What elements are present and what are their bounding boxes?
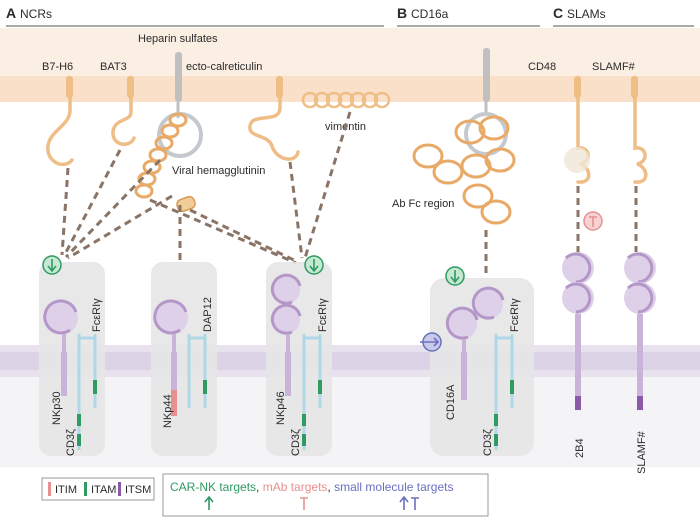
ligand-slamf xyxy=(631,76,648,184)
ligand-vimentin xyxy=(301,91,391,109)
adaptor-label-fceri-2: FcεRIγ xyxy=(317,298,329,332)
legend-separator: , xyxy=(256,480,263,494)
adaptor-label-cd3z-2: CD3ζ xyxy=(290,429,302,456)
ligand-label-viral-ha: Viral hemagglutinin xyxy=(172,165,265,177)
adaptor-fceri-nkp46 xyxy=(302,334,322,408)
itam-label: ITAM xyxy=(91,484,116,496)
target-cell-membrane xyxy=(0,76,700,102)
adaptor-label-dap12: DAP12 xyxy=(202,297,214,332)
ligand-ecto-calreticulin xyxy=(248,76,300,161)
receptor-label-slamf: SLAMF# xyxy=(636,430,648,474)
receptor-2b4 xyxy=(562,252,594,410)
panel-c-title: SLAMs xyxy=(567,7,606,21)
panel-b-letter: B xyxy=(397,5,407,21)
mab-target-marker-2b4 xyxy=(583,211,603,231)
receptor-nkp46 xyxy=(270,273,302,396)
receptor-label-nkp46: NKp46 xyxy=(275,391,287,425)
small-molecule-target-marker-cd16a xyxy=(420,332,442,352)
itam-mark xyxy=(203,380,207,394)
adaptor-label-cd3z-1: CD3ζ xyxy=(65,429,77,456)
receptor-label-nkp44: NKp44 xyxy=(162,394,174,428)
small-molecule-arrow-icon xyxy=(399,495,409,510)
receptor-label-2b4: 2B4 xyxy=(574,438,586,458)
itsm-mark xyxy=(637,396,643,410)
ligand-b7h6 xyxy=(46,76,74,167)
itam-mark xyxy=(494,434,498,446)
receptor-label-cd16a: CD16A xyxy=(445,384,457,420)
adaptor-label-fceri-1: FcεRIγ xyxy=(91,298,103,332)
ligand-label-cd48: CD48 xyxy=(528,61,556,73)
itam-mark xyxy=(93,380,97,394)
itim-mark xyxy=(171,390,177,416)
itam-mark xyxy=(318,380,322,394)
adaptor-cd3z-nkp46 xyxy=(302,408,306,450)
ligand-label-slamf: SLAMF# xyxy=(592,61,636,73)
itsm-mark xyxy=(575,396,581,410)
ligand-bat3 xyxy=(111,76,136,146)
adaptor-fceri-nkp30 xyxy=(77,334,97,408)
target-legend-text: CAR-NK targets, mAb targets, small molec… xyxy=(170,480,453,494)
car-nk-target-marker-nkp46 xyxy=(304,255,324,275)
panel-a-title: NCRs xyxy=(20,7,52,21)
itam-swatch xyxy=(84,482,87,496)
nkp44-complex-box xyxy=(151,262,217,456)
itam-mark xyxy=(302,434,306,446)
panel-b-title: CD16a xyxy=(411,7,449,21)
receptor-label-nkp30: NKp30 xyxy=(51,391,63,425)
itam-mark xyxy=(494,414,498,426)
ligand-label-bat3: BAT3 xyxy=(100,61,127,73)
car-nk-targets-label: CAR-NK targets xyxy=(170,480,256,494)
adaptor-dap12 xyxy=(187,334,207,408)
adaptor-cd3z-cd16a xyxy=(494,408,498,450)
panel-c-header: C SLAMs xyxy=(553,5,694,27)
itam-mark xyxy=(302,414,306,426)
adaptor-cd3z-nkp30 xyxy=(77,408,81,450)
receptor-nkp44 xyxy=(153,299,188,416)
ligand-viral-hemagglutinin xyxy=(134,112,196,213)
car-nk-target-marker-nkp30 xyxy=(42,255,62,275)
panel-c-letter: C xyxy=(553,5,563,21)
itim-swatch xyxy=(48,482,51,496)
adaptor-fceri-cd16a xyxy=(494,334,514,408)
adaptor-label-fceri-3: FcεRIγ xyxy=(509,298,521,332)
itsm-label: ITSM xyxy=(125,484,151,496)
panel-a-header: A NCRs xyxy=(6,5,384,27)
receptor-nkp30 xyxy=(43,299,78,396)
target-legend: CAR-NK targets, mAb targets, small molec… xyxy=(162,473,489,517)
ligand-label-b7h6: B7-H6 xyxy=(42,61,73,73)
ligand-label-calreticulin: ecto-calreticulin xyxy=(186,61,262,73)
ligand-label-ab-fc: Ab Fc region xyxy=(392,198,454,210)
receptor-cd16a xyxy=(445,286,505,400)
itsm-swatch xyxy=(118,482,121,496)
car-nk-arrow-icon xyxy=(204,495,214,510)
itim-label: ITIM xyxy=(55,484,77,496)
cytoplasm-band xyxy=(0,377,700,467)
small-molecule-targets-label: small molecule targets xyxy=(334,480,453,494)
receptor-slamf xyxy=(624,252,656,410)
cd48-domain-shadow xyxy=(564,147,590,173)
mab-targets-label: mAb targets xyxy=(263,480,328,494)
legend-separator: , xyxy=(327,480,334,494)
panel-b-header: B CD16a xyxy=(397,5,540,27)
motif-legend: ITIM ITAM ITSM xyxy=(41,477,155,501)
small-molecule-blocker-icon xyxy=(411,497,419,510)
adaptor-label-cd3z-3: CD3ζ xyxy=(482,429,494,456)
car-nk-target-marker-cd16a xyxy=(445,266,465,286)
itam-mark xyxy=(510,380,514,394)
itam-mark xyxy=(77,414,81,426)
ligand-label-heparin: Heparin sulfates xyxy=(138,33,218,45)
mab-blocker-icon xyxy=(300,497,308,510)
interaction-lines xyxy=(60,111,638,278)
panel-a-letter: A xyxy=(6,5,16,21)
itam-mark xyxy=(77,434,81,446)
ligand-antibody-fc xyxy=(412,48,516,225)
